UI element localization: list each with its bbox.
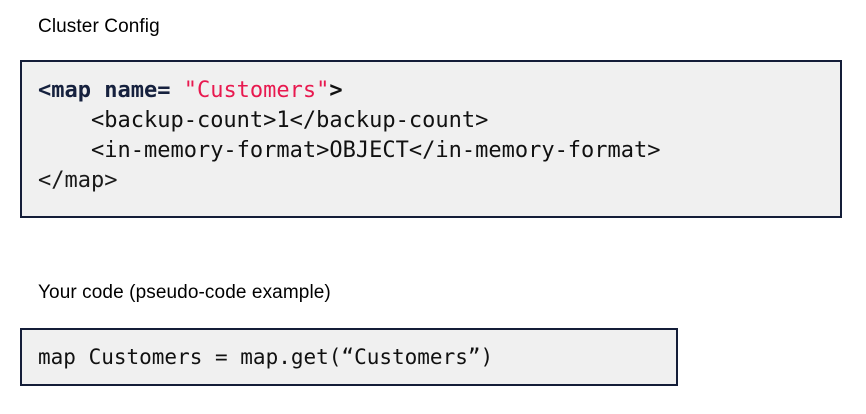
code-token-plain: <backup-count>1</backup-count> bbox=[90, 108, 489, 133]
code-token-tag-close: </map> bbox=[38, 168, 118, 193]
section-your-code: Your code (pseudo-code example) map Cust… bbox=[0, 282, 866, 386]
code-token-string: "Customers" bbox=[183, 78, 330, 103]
code-token-punct: > bbox=[329, 78, 343, 103]
section-cluster-config: Cluster Config <map name= "Customers"> <… bbox=[0, 16, 866, 218]
code-indent bbox=[38, 138, 91, 163]
code-line: <map name= "Customers"> bbox=[38, 76, 840, 106]
code-indent bbox=[38, 108, 91, 133]
code-token-tag-open: <map name= bbox=[38, 78, 184, 103]
code-line: </map> bbox=[38, 166, 840, 196]
section-heading-your-code: Your code (pseudo-code example) bbox=[38, 282, 331, 303]
code-line: map Customers = map.get(“Customers”) bbox=[38, 344, 493, 370]
code-block-cluster-config[interactable]: <map name= "Customers"> <backup-count>1<… bbox=[20, 60, 842, 218]
section-heading-cluster-config: Cluster Config bbox=[38, 16, 160, 37]
code-token-plain: <in-memory-format>OBJECT</in-memory-form… bbox=[90, 138, 661, 163]
code-token-plain: map Customers = map.get(“Customers”) bbox=[38, 345, 494, 369]
code-line: <backup-count>1</backup-count> bbox=[38, 106, 840, 136]
code-block-your-code[interactable]: map Customers = map.get(“Customers”) bbox=[20, 328, 678, 386]
code-line: <in-memory-format>OBJECT</in-memory-form… bbox=[38, 136, 840, 166]
